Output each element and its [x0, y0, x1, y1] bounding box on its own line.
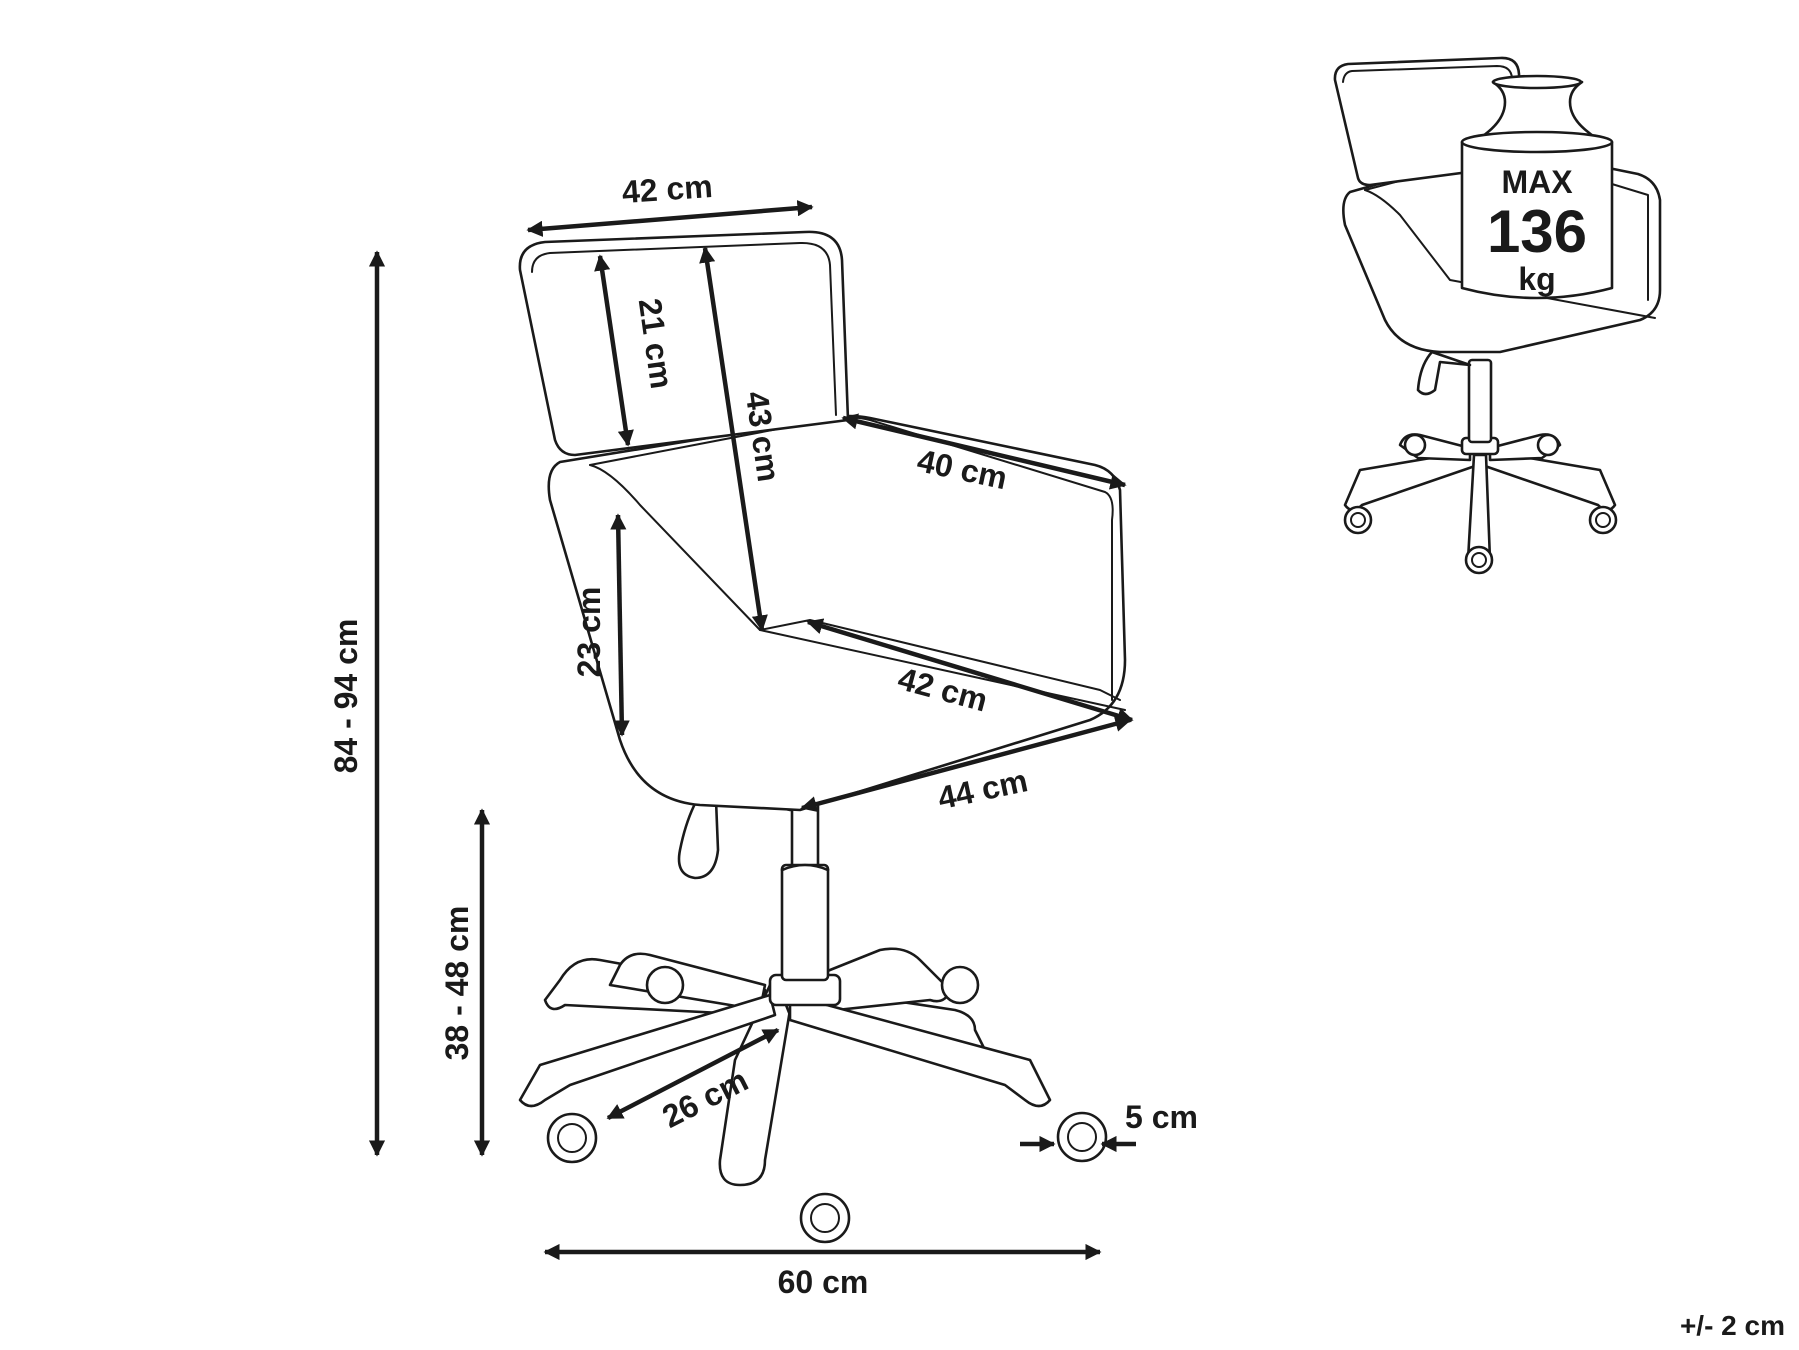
arrow-leg-length [606, 1028, 780, 1120]
arrow-armrest-height [610, 513, 630, 737]
tolerance-note: +/- 2 cm [1680, 1310, 1785, 1341]
arrow-back-height [699, 246, 768, 632]
label-armrest-height: 23 cm [571, 587, 607, 678]
backrest [518, 230, 850, 457]
seat-shell [547, 414, 1127, 812]
label-seat-height: 38 - 48 cm [439, 906, 475, 1061]
chair-casters [546, 965, 1108, 1244]
load-label: MAX [1501, 164, 1573, 200]
dimension-arrows [368, 200, 1136, 1261]
label-backrest-width: 42 cm [621, 168, 714, 210]
load-capacity-chair: MAX 136 kg [1333, 56, 1662, 575]
label-total-height: 84 - 94 cm [328, 619, 364, 774]
arrow-backrest-width [526, 200, 814, 237]
main-chair [518, 230, 1127, 1244]
arrow-seat-depth [806, 618, 1134, 724]
load-value: 136 [1487, 198, 1587, 265]
label-base-width: 60 cm [778, 1264, 869, 1300]
chair-base [518, 947, 1052, 1187]
arrow-armrest-depth [841, 413, 1127, 490]
load-unit: kg [1518, 261, 1555, 297]
label-caster-width: 5 cm [1125, 1099, 1198, 1135]
weight-icon: MAX 136 kg [1460, 74, 1614, 300]
gas-cylinder [780, 798, 830, 982]
arrow-backrest-height [594, 254, 634, 447]
arrow-seat-width [800, 715, 1132, 813]
